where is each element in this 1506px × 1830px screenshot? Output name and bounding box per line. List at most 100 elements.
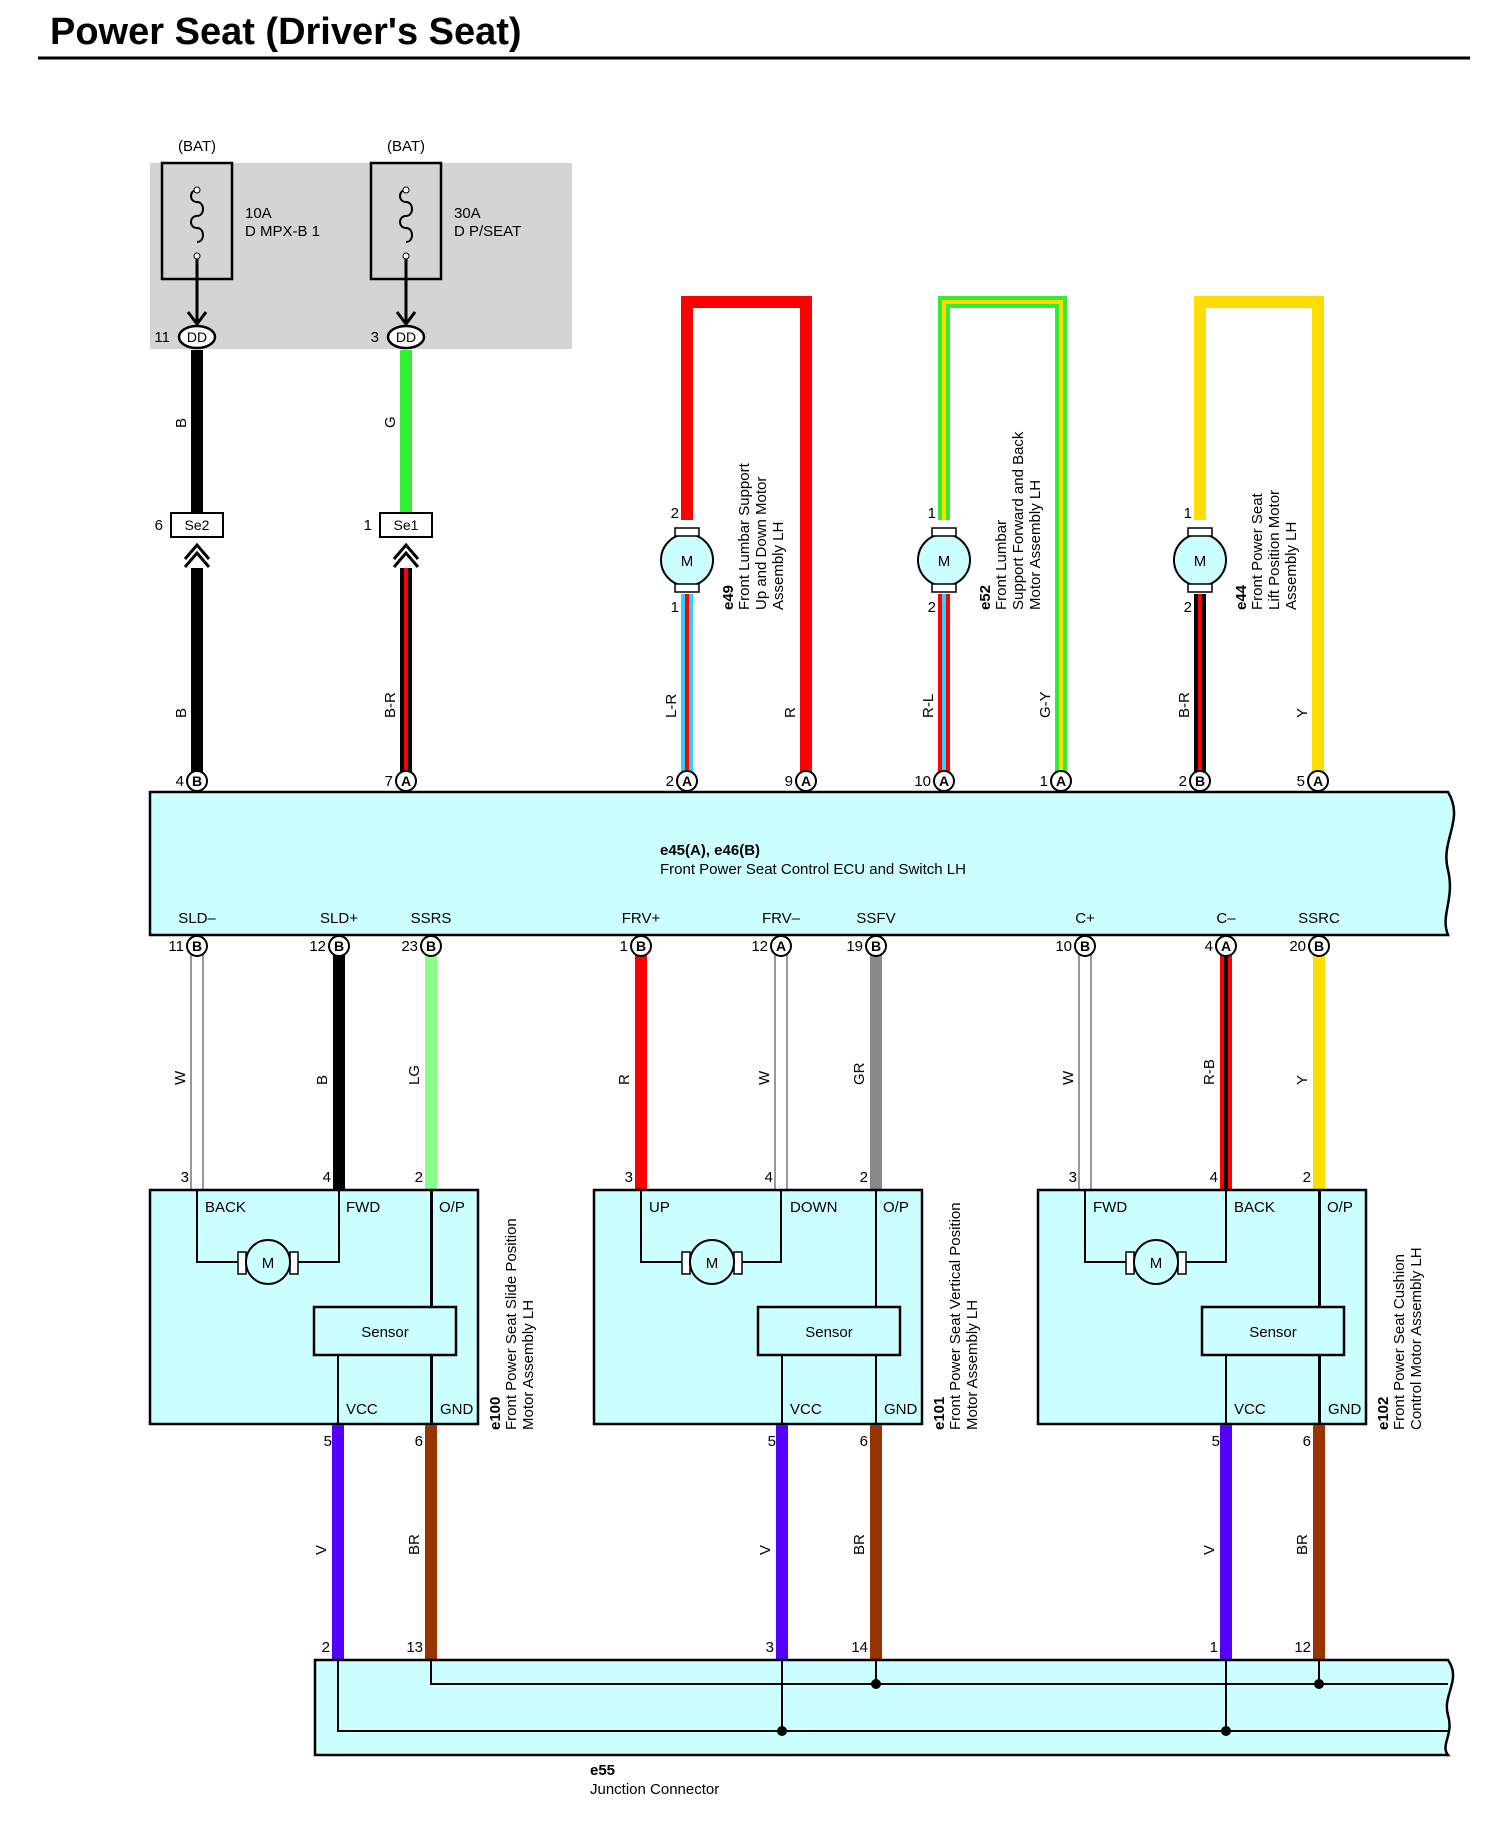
motor-brush — [237, 1251, 247, 1275]
motor-loop-stripe — [942, 300, 1063, 780]
motor-pin: 2 — [928, 599, 936, 616]
ecu-terminal: C– — [1216, 910, 1236, 927]
ecu-pin — [420, 935, 442, 957]
wire-code: W — [1060, 1070, 1077, 1085]
connector-dd — [386, 324, 426, 350]
assembly-name: Front Power Seat Vertical Position — [947, 1202, 964, 1430]
fuse-element-icon — [190, 189, 204, 243]
ecu-pin-number: 19 — [846, 938, 863, 955]
assembly-id: e101 — [931, 1397, 948, 1430]
fuse-element-icon — [399, 189, 413, 243]
wire-FRV+ — [635, 950, 647, 1190]
ecu-pin-number: 5 — [1297, 773, 1305, 790]
ecu-pin — [1074, 935, 1096, 957]
ecu-pin-number: 10 — [1055, 938, 1072, 955]
assembly-name: Control Motor Assembly LH — [1408, 1247, 1425, 1430]
assembly-name: Front Power Seat Slide Position — [503, 1218, 520, 1430]
motor-brush — [674, 583, 700, 593]
ecu-terminal: SSRS — [411, 910, 452, 927]
wire-SSRS — [425, 950, 437, 1190]
ecu-pin-letter: B — [334, 938, 344, 954]
ecu-pin-letter: B — [192, 938, 202, 954]
assembly-terminal: BACK — [1234, 1199, 1275, 1216]
junction-node — [1221, 1726, 1231, 1736]
ecu-pin — [630, 935, 652, 957]
wire-code: W — [756, 1070, 773, 1085]
ecu-pin-letter: B — [426, 938, 436, 954]
ecu-pin-number: 23 — [401, 938, 418, 955]
motor-circuit — [1084, 1190, 1227, 1263]
assembly-terminal: GND — [440, 1401, 474, 1418]
assembly-terminal: GND — [1328, 1401, 1362, 1418]
motor-pin: 5 — [768, 1433, 776, 1450]
wire-sysb — [191, 568, 203, 780]
inline-connector — [170, 512, 224, 538]
ecu-pin-number: 12 — [751, 938, 768, 955]
wire-code: L-R — [663, 694, 680, 718]
junction-bus — [430, 1660, 1448, 1685]
assembly-terminal: O/P — [1327, 1199, 1353, 1216]
motor-pin: 6 — [1303, 1433, 1311, 1450]
assembly-terminal: O/P — [439, 1199, 465, 1216]
motor-icon-label: M — [938, 553, 951, 570]
ecu-box — [148, 790, 1456, 937]
motor-pin: 2 — [1303, 1169, 1311, 1186]
ecu-pin-letter: A — [939, 773, 949, 789]
junction-node — [871, 1679, 881, 1689]
wire-V — [776, 1425, 788, 1660]
fuse-name: D MPX-B 1 — [245, 223, 320, 240]
motor-pin: 2 — [860, 1169, 868, 1186]
wire-b-upper — [191, 350, 203, 518]
motor-pin: 6 — [415, 1433, 423, 1450]
ecu-pin-number: 1 — [1040, 773, 1048, 790]
inline-connector — [379, 512, 433, 538]
wire-code: BR — [851, 1534, 868, 1555]
motor-name: Lift Position Motor — [1266, 490, 1283, 610]
sensor-box — [312, 1305, 458, 1357]
wire-BR — [1313, 1425, 1325, 1660]
motor-loop-wire — [1194, 296, 1324, 780]
ecu-pin-letter: A — [1313, 773, 1323, 789]
motor-brush — [289, 1251, 299, 1275]
wire-code: Y — [1294, 708, 1311, 718]
motor-brush — [931, 583, 957, 593]
motor-brush — [1125, 1251, 1135, 1275]
assembly-terminal: DOWN — [790, 1199, 838, 1216]
wire-plusb-stripe — [404, 568, 408, 780]
ecu-terminal: SSRC — [1298, 910, 1340, 927]
assembly-name: Motor Assembly LH — [520, 1300, 537, 1430]
assembly-terminal: FWD — [1093, 1199, 1127, 1216]
fuse-terminal — [402, 252, 410, 260]
motor-pin: 1 — [928, 505, 936, 522]
wire-code: G — [382, 416, 399, 428]
wire-code: B-R — [382, 692, 399, 718]
ecu-pin — [1215, 935, 1237, 957]
motor-icon-label: M — [681, 553, 694, 570]
fuse-supply: (BAT) — [178, 138, 216, 155]
assembly-terminal: UP — [649, 1199, 670, 1216]
junction-pin: 1 — [1210, 1639, 1218, 1656]
motor-name: Up and Down Motor — [753, 477, 770, 610]
assembly-terminal: VCC — [790, 1401, 822, 1418]
assembly-id: e102 — [1375, 1397, 1392, 1430]
ecu-pin-letter: A — [801, 773, 811, 789]
motor-pin: 6 — [860, 1433, 868, 1450]
motor-pin: 3 — [1069, 1169, 1077, 1186]
ecu-pin-letter: B — [192, 773, 202, 789]
motor-pin: 2 — [415, 1169, 423, 1186]
junction-pin: 14 — [851, 1639, 868, 1656]
motor-pin: 2 — [1184, 599, 1192, 616]
ecu-pin-number: 20 — [1289, 938, 1306, 955]
junction-pin: 3 — [766, 1639, 774, 1656]
wire-C–-stripe — [1224, 950, 1228, 1190]
wire-code: B-R — [1176, 692, 1193, 718]
motor-pin: 3 — [625, 1169, 633, 1186]
junction-bus — [337, 1660, 1448, 1732]
motor-name: Assembly LH — [1283, 522, 1300, 610]
motor-icon-label: M — [262, 1255, 275, 1272]
motor-pin: 3 — [181, 1169, 189, 1186]
motor-icon — [689, 1239, 735, 1285]
ecu-pin — [328, 935, 350, 957]
wire-SLD+ — [333, 950, 345, 1190]
